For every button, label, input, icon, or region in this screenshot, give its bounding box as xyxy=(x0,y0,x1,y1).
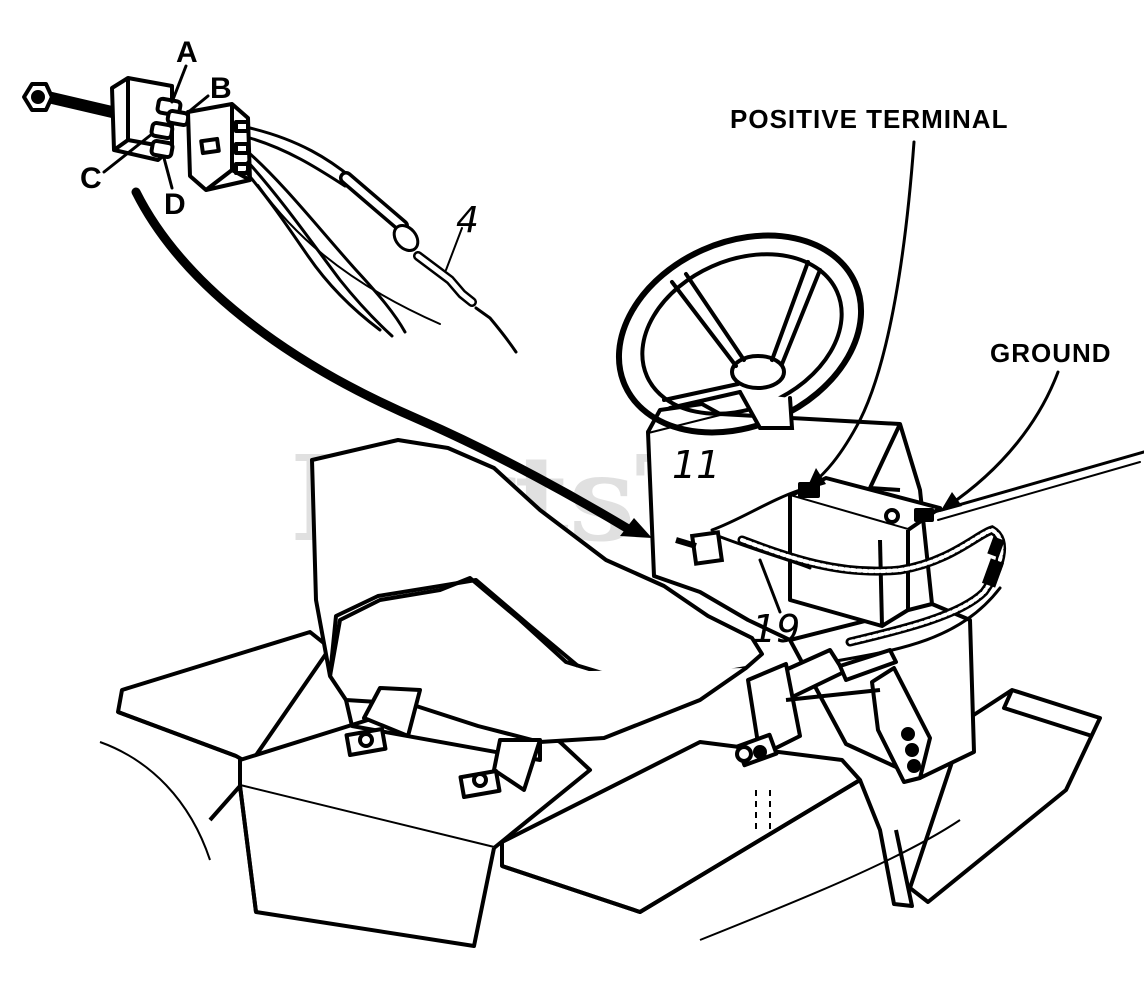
seat-bracket-left xyxy=(362,686,422,738)
steering-spoke-2 xyxy=(770,260,822,366)
battery-cap xyxy=(884,508,900,524)
arrow-head-ground xyxy=(940,492,962,512)
seat-bolt-right-head xyxy=(472,772,488,788)
rear-body-side xyxy=(208,784,258,913)
steering-wheel xyxy=(615,232,865,436)
label-a: A xyxy=(176,36,198,69)
pedal-arm xyxy=(858,779,914,908)
battery-post-neg xyxy=(914,508,934,522)
connector-slot-1 xyxy=(234,120,250,133)
label-b: B xyxy=(210,72,232,105)
steering-wheel-hub xyxy=(730,354,786,390)
actuator-mount xyxy=(746,662,802,758)
left-fender-edge xyxy=(117,710,237,758)
inline-fuse xyxy=(981,558,1005,588)
foot-pedal-edge xyxy=(1002,689,1093,738)
terminal-d xyxy=(149,139,175,159)
seat-edge xyxy=(344,699,542,762)
tractor-wiring xyxy=(710,450,1144,664)
battery xyxy=(788,476,942,628)
wire-ground-2 xyxy=(937,461,1141,521)
actuator-nut xyxy=(753,745,767,759)
harness-wire-6 xyxy=(257,184,441,325)
actuator-bolt xyxy=(735,745,753,763)
seat-bracket-right xyxy=(492,738,542,792)
part-4-leader xyxy=(445,227,463,271)
inline-connector xyxy=(987,536,1005,558)
steering-spoke-1 xyxy=(670,272,746,368)
leader-d xyxy=(162,156,174,190)
label-part-19: 19 xyxy=(752,607,800,651)
labels: A B C D 4 11 19 POSITIVE TERMINAL GROUND xyxy=(80,36,1112,651)
label-d: D xyxy=(164,188,186,221)
ground-line xyxy=(699,819,961,941)
hidden-shaft xyxy=(755,790,771,830)
arrow-head-11 xyxy=(620,518,652,538)
lift-arm-hole-3 xyxy=(907,759,921,773)
harness-wire-3 xyxy=(246,150,407,334)
dash-switch-body xyxy=(689,530,725,566)
leader-lines xyxy=(102,64,1060,614)
lift-arm-link xyxy=(785,688,881,702)
nut-hole xyxy=(31,90,45,104)
label-part-4: 4 xyxy=(456,200,479,241)
label-ground: GROUND xyxy=(990,338,1112,368)
connector-slot-2 xyxy=(234,142,250,155)
steering-spoke-3 xyxy=(662,382,742,410)
battery-corner xyxy=(878,539,884,627)
switch-location-arrow xyxy=(131,187,652,538)
label-c: C xyxy=(80,162,102,195)
lift-linkage xyxy=(735,648,932,830)
main-harness-inner xyxy=(740,527,1004,644)
bolt-shaft xyxy=(50,92,114,118)
part-4-tip xyxy=(474,306,518,354)
part-4-connector-inner xyxy=(415,253,475,305)
leader-a xyxy=(170,64,188,104)
wire-harness xyxy=(244,126,518,354)
steering-wheel-rim-inner xyxy=(640,252,844,416)
connector-window xyxy=(199,136,221,156)
wire-ground xyxy=(932,450,1144,514)
arrow-head-positive xyxy=(806,468,826,490)
seat-bolt-left-head xyxy=(358,732,374,748)
leader-19 xyxy=(758,558,782,614)
wire-to-actuator xyxy=(828,586,1002,664)
label-positive-terminal: POSITIVE TERMINAL xyxy=(730,104,1008,134)
dash-switch-toggle xyxy=(675,537,697,549)
arrow-curve xyxy=(131,187,635,535)
seat-base xyxy=(328,666,748,744)
sleeve-end xyxy=(392,223,420,253)
terminal-c xyxy=(149,120,175,140)
dash-switch-11 xyxy=(675,530,725,566)
right-footboard-edge xyxy=(501,778,862,914)
steering-column xyxy=(738,390,795,430)
seat-cushion-line xyxy=(328,578,580,677)
leader-positive xyxy=(810,140,916,486)
connector-slot-3 xyxy=(234,162,250,175)
leader-b xyxy=(184,94,210,116)
label-part-11: 11 xyxy=(672,443,720,487)
wire-to-positive xyxy=(710,488,802,532)
wheel-arc xyxy=(99,741,211,861)
harness-wire-2 xyxy=(248,136,347,188)
leader-c xyxy=(102,132,154,174)
leader-ground xyxy=(946,370,1060,508)
seat xyxy=(310,438,764,799)
switch-assembly xyxy=(22,76,252,192)
lift-arm-hole-2 xyxy=(905,743,919,757)
lift-arm-hole-1 xyxy=(901,727,915,741)
harness-wire-4 xyxy=(246,160,394,338)
wire-to-switch xyxy=(716,534,812,570)
actuator-rod xyxy=(838,648,898,682)
wire-sleeve-inner xyxy=(342,174,406,230)
